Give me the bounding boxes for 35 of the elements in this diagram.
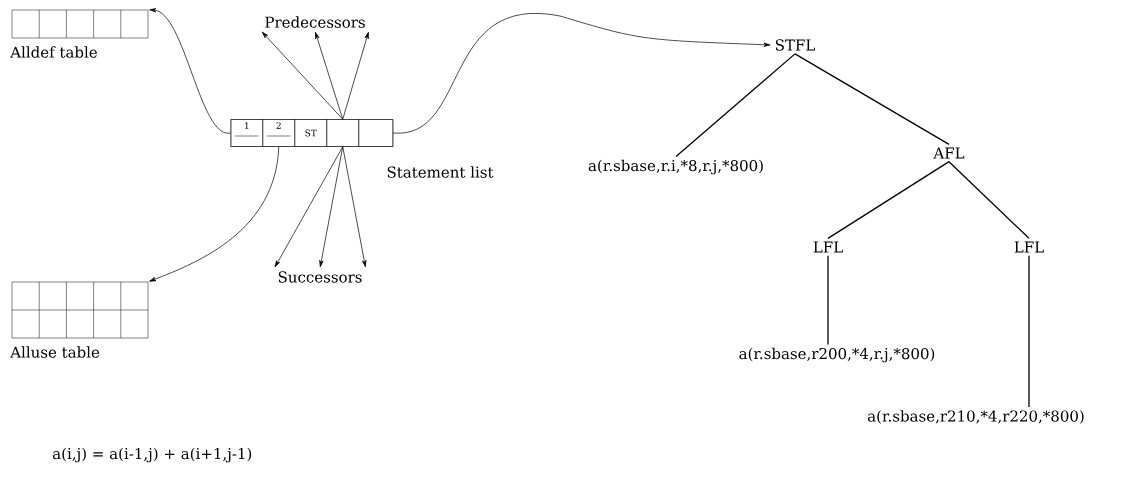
tree-line xyxy=(948,161,1030,239)
record-cell: 2 xyxy=(262,119,295,147)
arrow xyxy=(319,146,344,268)
node-text: a(r.sbase,r.i,*8,r.j,*800) xyxy=(588,159,763,175)
arrow xyxy=(149,146,280,282)
node-label: Alluse table xyxy=(10,346,100,358)
arrow xyxy=(261,31,344,120)
node-text: STFL xyxy=(775,39,815,51)
node-text: LFL xyxy=(1014,241,1044,253)
record-cell: ST xyxy=(294,119,327,147)
record-cell: 1 xyxy=(230,119,263,147)
node-text: a(r.sbase,r210,*4,r220,*800) xyxy=(867,410,1084,424)
tree-line xyxy=(1028,255,1030,408)
node-text: Predecessors xyxy=(265,16,365,28)
record-cell xyxy=(326,119,359,147)
node-text: LFL xyxy=(813,241,843,253)
arrow xyxy=(149,8,231,134)
record-cell xyxy=(358,119,393,147)
arrow xyxy=(315,31,344,120)
node-label: Statement list xyxy=(387,166,494,178)
formula-text: a(i,j) = a(i-1,j) + a(i+1,j-1) xyxy=(52,447,252,463)
table: Alldef table xyxy=(10,9,149,58)
node-label: Alldef table xyxy=(10,46,97,58)
tree-line xyxy=(827,255,829,346)
arrow xyxy=(392,13,771,134)
tree-line xyxy=(675,53,796,158)
table: Alluse table xyxy=(10,281,149,358)
tree-line xyxy=(827,161,950,239)
arrow xyxy=(274,146,344,268)
arrow xyxy=(342,31,369,120)
node-text: AFL xyxy=(933,147,965,159)
tree-line xyxy=(794,53,950,145)
arrow xyxy=(342,146,367,268)
node-text: a(r.sbase,r200,*4,r.j,*800) xyxy=(739,347,935,363)
node-text: Successors xyxy=(278,271,362,283)
